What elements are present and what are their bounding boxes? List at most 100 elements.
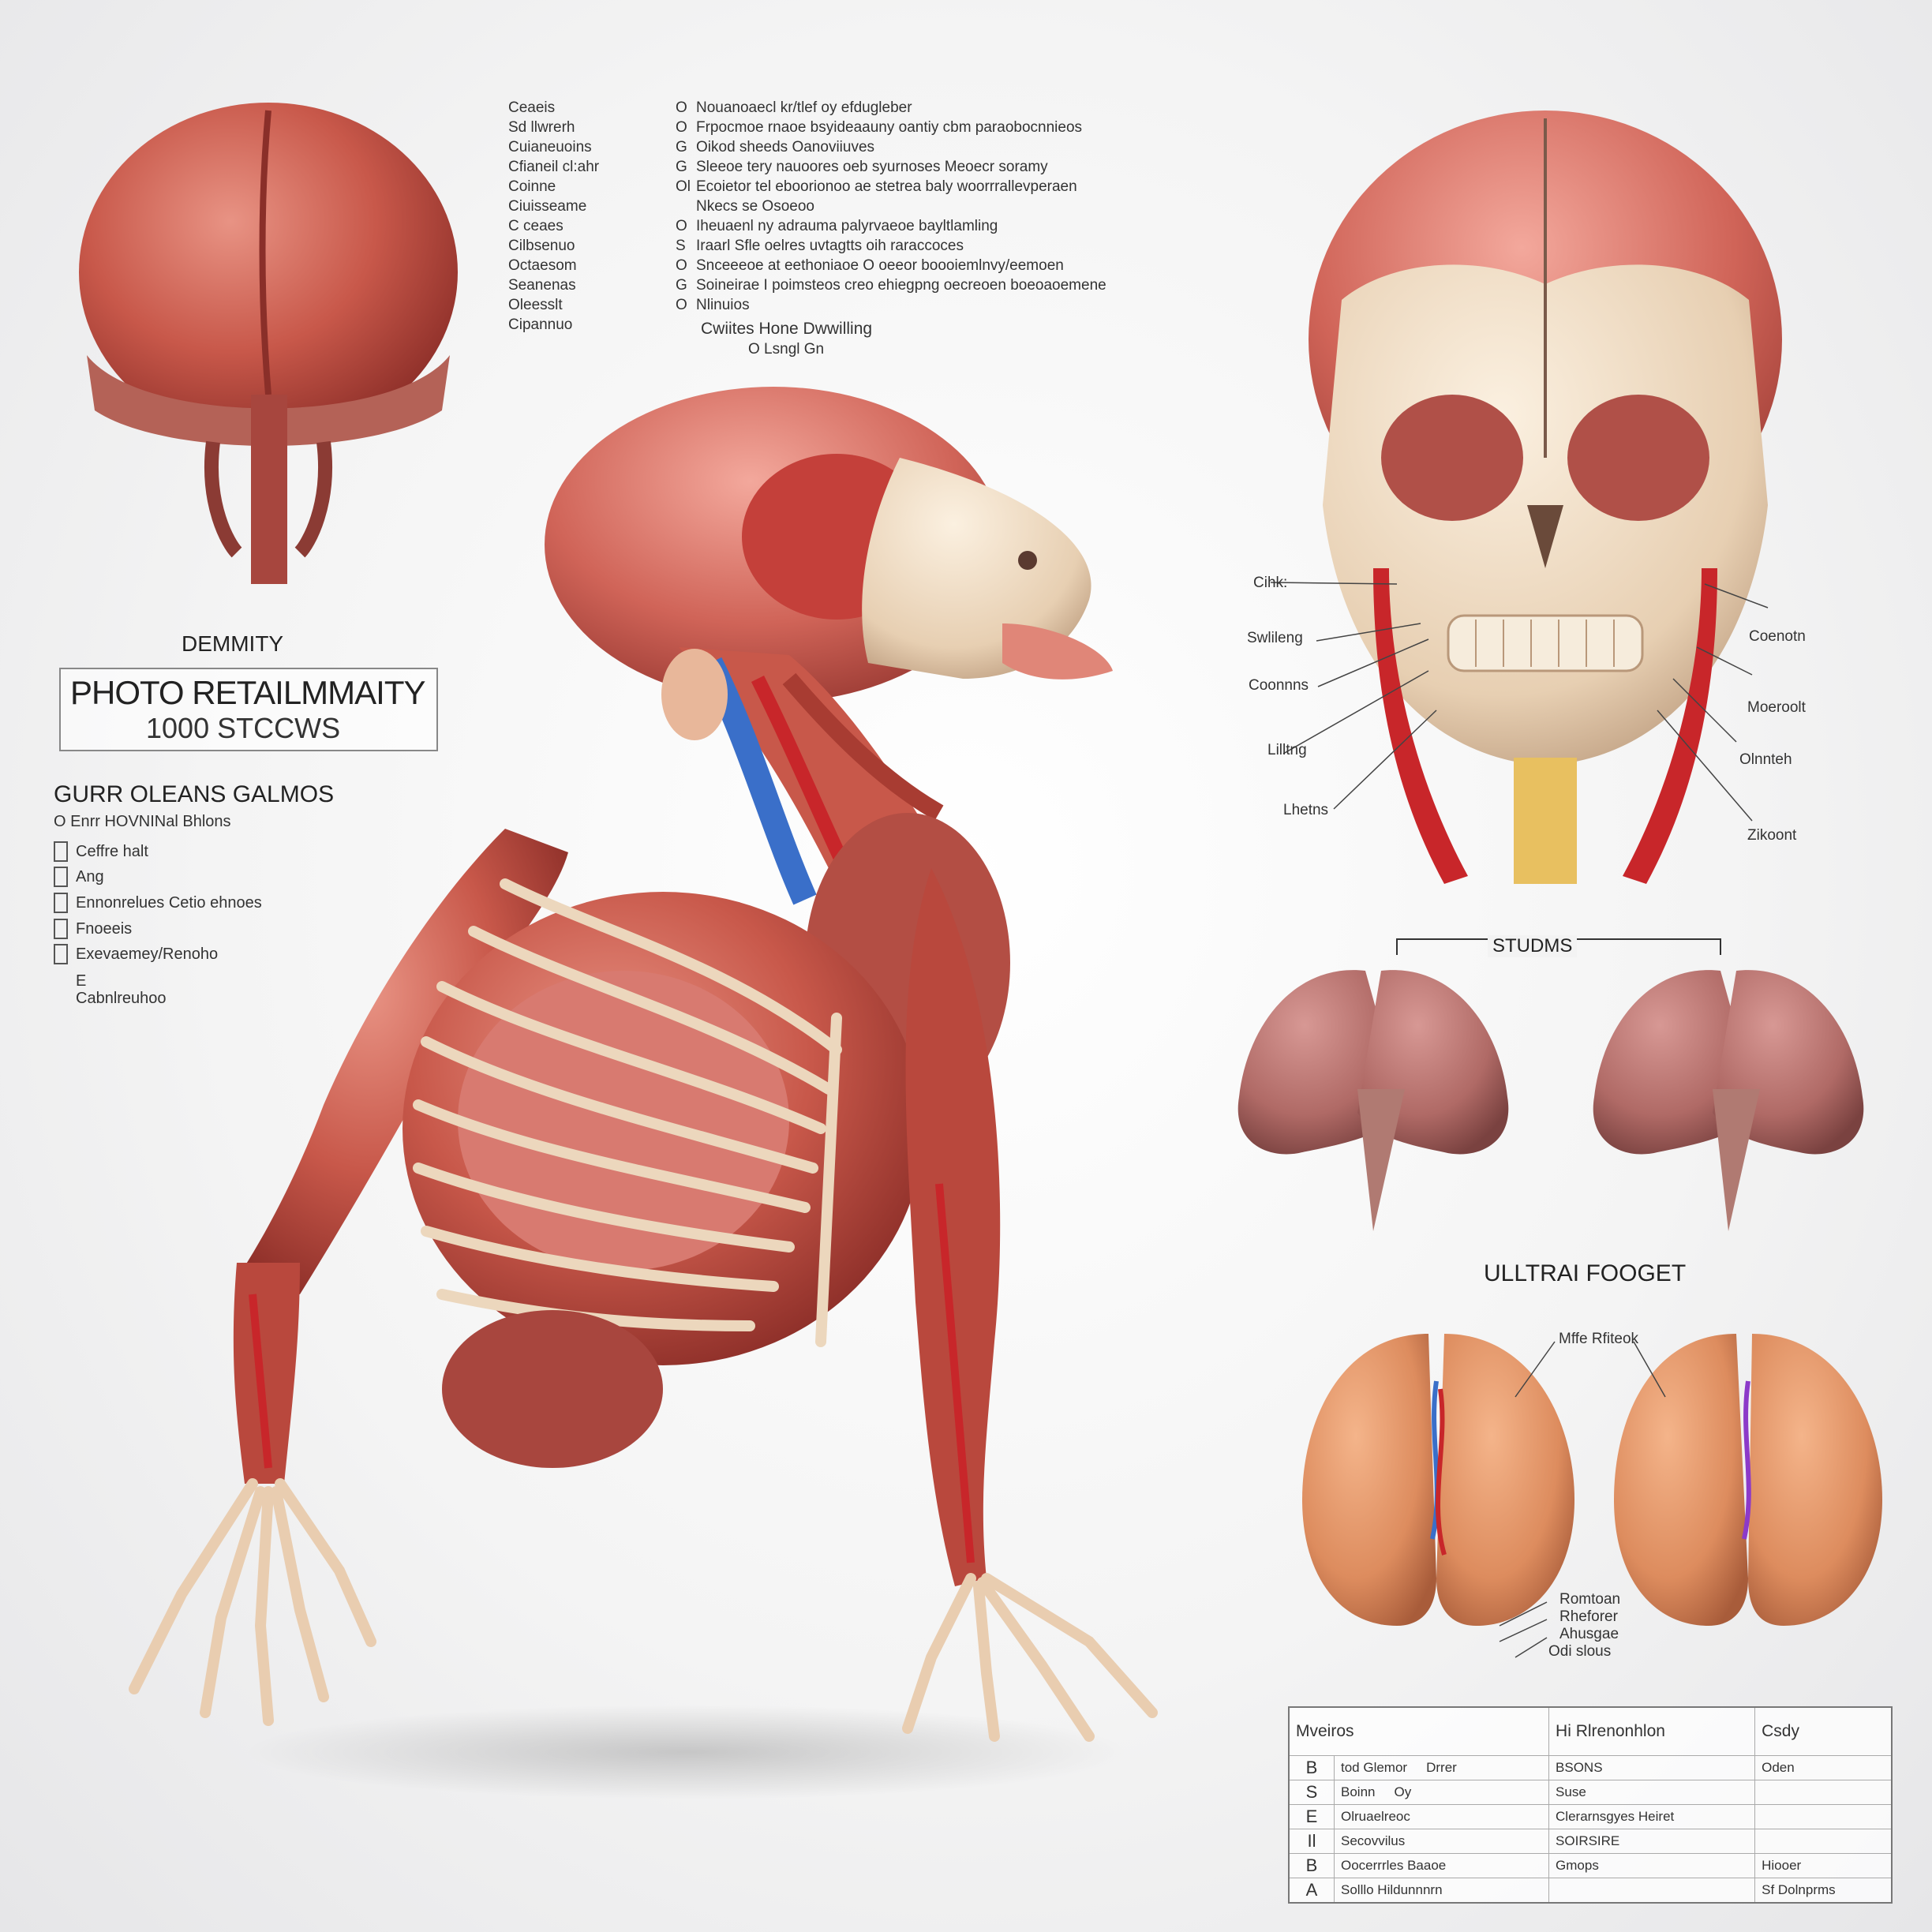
legend-text: Nkecs se Osoeoo (696, 198, 814, 215)
legend-swatch (54, 841, 68, 862)
skull-diagram (1270, 110, 1782, 884)
kidney-callout: Odi slous (1548, 1643, 1612, 1660)
legend-left-item: Oleesslt (508, 297, 563, 313)
legend-left-item: Cilbsenuo (508, 238, 575, 254)
skull-callout-left: Lhetns (1283, 802, 1329, 818)
kidney-pair (1302, 1334, 1882, 1658)
title-plate-line-2: 1000 STCCWS (146, 712, 341, 744)
title-plate-line-1: PHOTO RETAILMMAITY (70, 674, 425, 711)
legend-bullet: S (676, 238, 686, 254)
skull-callout-right: Moeroolt (1747, 699, 1806, 716)
legend-text: Sleeoe tery nauoores oeb syurnoses Meoec… (696, 159, 1048, 175)
legend-item-label: Ang (76, 867, 104, 886)
legend-left-item: Cfianeil cl:ahr (508, 159, 600, 175)
legend-text: Iraarl Sfle oelres uvtagtts oih raraccoc… (696, 238, 964, 254)
table-row: A Solllo Hildunnnrn Sf Dolnprms (1288, 1878, 1893, 1904)
legend-text: Oikod sheeds Oanoviiuves (696, 139, 875, 155)
table-cell-extra: Drrer (1426, 1760, 1457, 1775)
legend-item: Exevaemey/Renoho (54, 944, 218, 964)
legend-text: Snceeeoe at eethoniaoe O oeeor boooiemln… (696, 257, 1064, 274)
legend-bullet: O (676, 218, 687, 234)
legend-left-item: Cipannuo (508, 316, 573, 333)
legend-item-label: Exevaemey/Renoho (76, 945, 219, 963)
legend-bullet: G (676, 159, 687, 175)
table-cell-index: E (1288, 1804, 1335, 1829)
table-cell-text: Olruaelreoc (1341, 1809, 1410, 1824)
lung-pair (1237, 938, 1864, 1231)
legend-text: Nouanoaecl kr/tlef oy efdugleber (696, 99, 912, 116)
table-header-row: Mveiros Hi Rlrenonhlon Csdy (1288, 1706, 1893, 1756)
table-cell-text: Secovvilus (1341, 1833, 1406, 1848)
legend-right-item: G Oikod sheeds Oanoviiuves (676, 137, 1106, 157)
legend-swatch (54, 867, 68, 887)
table-cell: Oden (1754, 1755, 1893, 1780)
legend-left-item: Ceaeis (508, 99, 556, 116)
skull-callout-right: Coenotn (1749, 628, 1806, 645)
table-cell-group: Solllo Hildunnnrn (1333, 1878, 1550, 1904)
table-cell-group: Secovvilus (1333, 1829, 1550, 1854)
legend-text: Iheuaenl ny adrauma palyrvaeoe bayltlaml… (696, 218, 998, 234)
skull-callout-left: Coonnns (1249, 677, 1309, 694)
legend-right-item: S Iraarl Sfle oelres uvtagtts oih raracco… (676, 236, 1106, 256)
legend-bullet: O (676, 119, 687, 136)
legend-right-item: Nkecs se Osoeoo (676, 197, 1106, 216)
table-cell-text: Oocerrrles Baaoe (1341, 1858, 1447, 1873)
table-cell-index: A (1288, 1878, 1335, 1904)
ultra-label: ULLTRAI FOOGET (1484, 1260, 1687, 1286)
legend-bullet: O (676, 257, 687, 274)
legend-text: Soineirae I poimsteos creo ehiegpng oecr… (696, 277, 1106, 294)
table-header: Csdy (1754, 1706, 1893, 1756)
legend-left-item: Octaesom (508, 257, 577, 274)
legend-text: Nlinuios (696, 297, 750, 313)
main-anatomical-figure (129, 387, 1158, 1799)
table-cell-text: Solllo Hildunnnrn (1341, 1882, 1443, 1897)
table-cell: BSONS (1548, 1755, 1756, 1780)
brain-top-left (79, 103, 458, 584)
table-cell-text: Boinn (1341, 1784, 1376, 1799)
legend-left-item: Seanenas (508, 277, 576, 294)
legend-swatch (54, 919, 68, 939)
legend-left-item: C ceaes (508, 218, 564, 234)
table-cell-index: B (1288, 1755, 1335, 1780)
table-cell-text: tod Glemor (1341, 1760, 1408, 1775)
legend-item: Ceffre halt (54, 841, 148, 862)
legend-item: Ang (54, 867, 104, 887)
legend-item: E (54, 971, 86, 991)
left-heading: DEMMITY (182, 631, 284, 656)
legend-right-item: Ol Ecoietor tel eboorionoo ae stetrea bal… (676, 177, 1106, 197)
legend-bullet: G (676, 139, 687, 155)
table-cell-group: Olruaelreoc (1333, 1804, 1550, 1829)
kidney-callout-top: Mffe Rfiteok (1559, 1331, 1639, 1347)
legend-item: Cabnlreuhoo (54, 988, 167, 1009)
legend-item-label: Ennonrelues Cetio ehnoes (76, 893, 262, 912)
legend-bullet: O (676, 99, 687, 116)
legend-left-item: Ciuisseame (508, 198, 587, 215)
legend-item-label: Fnoeeis (76, 919, 133, 938)
legend-right-item: G Sleeoe tery nauoores oeb syurnoses Meoe… (676, 157, 1106, 177)
organs-label: STUDMS (1488, 935, 1578, 957)
kidney-callout: Rheforer (1559, 1608, 1618, 1625)
legend-item: Ennonrelues Cetio ehnoes (54, 893, 262, 913)
legend-right-item: O Nouanoaecl kr/tlef oy efdugleber (676, 98, 1106, 118)
kidney-callout: Romtoan (1559, 1591, 1621, 1608)
table-cell (1754, 1804, 1893, 1829)
table-cell-index: B (1288, 1853, 1335, 1878)
section-title: GURR OLEANS GALMOS (54, 781, 335, 807)
legend-text: Ecoietor tel eboorionoo ae stetrea baly … (696, 178, 1077, 195)
table-cell: SOIRSIRE (1548, 1829, 1756, 1854)
kidney-callout: Ahusgae (1559, 1626, 1619, 1642)
top-legend-footer-2: O Lsngl Gn (748, 341, 825, 358)
table-cell: Sf Dolnprms (1754, 1878, 1893, 1904)
table-cell-group: tod Glemor Drrer (1333, 1755, 1550, 1780)
legend-right-item: O Iheuaenl ny adrauma palyrvaeoe bayltlam… (676, 216, 1106, 236)
legend-bullet: Ol (676, 178, 691, 195)
